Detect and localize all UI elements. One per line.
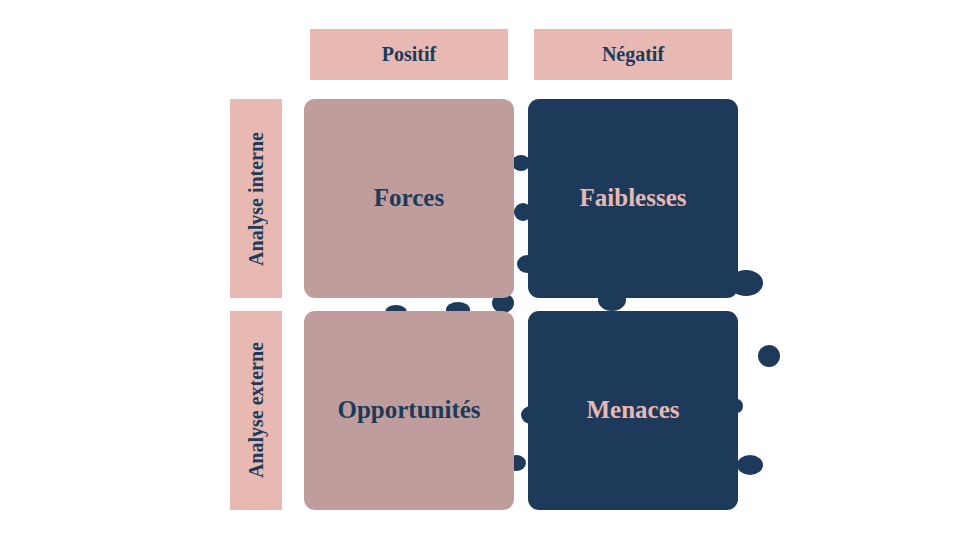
row-label: Analyse interne	[245, 132, 268, 266]
column-label: Positif	[382, 43, 436, 66]
swot-quadrant: Faiblesses	[528, 99, 738, 298]
quadrant-label: Menaces	[586, 396, 679, 425]
swot-quadrant: Forces	[304, 99, 514, 298]
column-header: Négatif	[534, 29, 732, 80]
swot-quadrant: Menaces	[528, 311, 738, 510]
row-header: Analyse externe	[230, 311, 282, 510]
row-header: Analyse interne	[230, 99, 282, 298]
swot-quadrant: Opportunités	[304, 311, 514, 510]
quadrant-label: Forces	[374, 184, 444, 213]
quadrant-label: Opportunités	[337, 396, 480, 425]
column-header: Positif	[310, 29, 508, 80]
column-label: Négatif	[602, 43, 664, 66]
quadrant-label: Faiblesses	[580, 184, 687, 213]
row-label: Analyse externe	[245, 342, 268, 478]
